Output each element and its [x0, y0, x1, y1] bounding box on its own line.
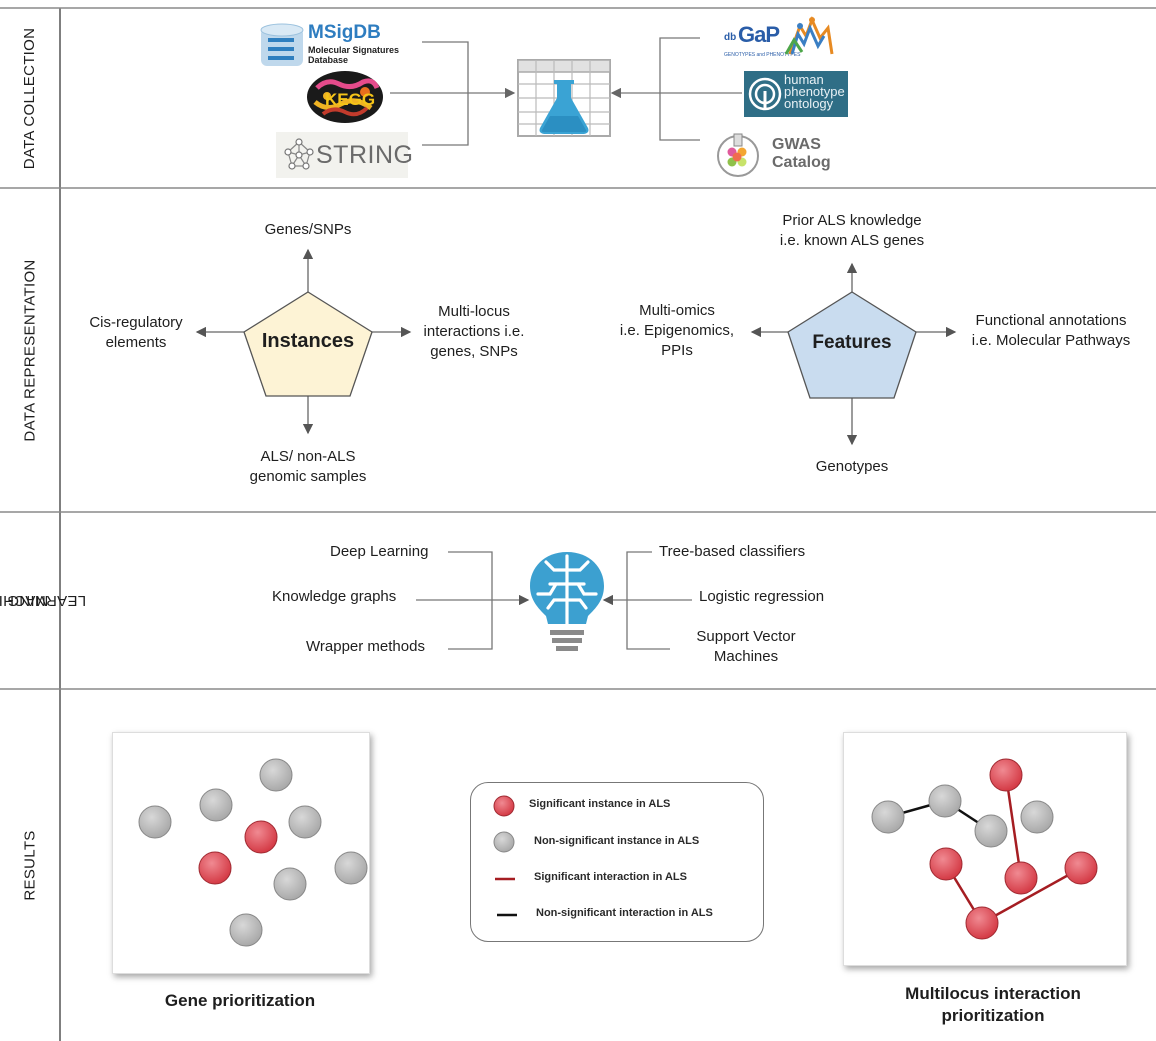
legend-sig-instance: Significant instance in ALS — [529, 798, 671, 810]
flask-dataset-icon — [517, 59, 611, 137]
network-icon — [284, 138, 314, 170]
fingerprint-icon — [748, 77, 782, 111]
string-text: STRING — [316, 141, 414, 169]
collection-connectors — [390, 37, 742, 146]
ml-connectors — [416, 551, 692, 650]
legend: Significant instance in ALS Non-signific… — [470, 782, 764, 942]
instances-pentagon — [243, 291, 373, 397]
gene-nodes — [138, 758, 368, 947]
instances-top-label: Genes/SNPs — [264, 221, 352, 238]
dbgap-sub: GENOTYPES and PHENOTYPES — [724, 52, 801, 58]
legend-nonsig-interaction: Non-significant interaction in ALS — [536, 907, 713, 919]
legend-sig-interaction: Significant interaction in ALS — [534, 871, 687, 883]
ml-knowledge-graphs: Knowledge graphs — [272, 588, 397, 605]
msigdb-title: MSigDB — [308, 22, 381, 43]
instances-title: Instances — [261, 330, 355, 352]
ml-deep-learning: Deep Learning — [330, 543, 429, 560]
database-icon — [260, 23, 304, 66]
section-label-results: RESULTS — [21, 829, 39, 901]
features-pentagon — [787, 291, 917, 399]
gene-prioritization-panel — [112, 732, 370, 974]
features-bottom-label: Genotypes — [815, 458, 889, 475]
kegg-text: KEGG — [325, 90, 375, 109]
brain-lightbulb-icon — [530, 552, 604, 651]
gene-prioritization-caption: Gene prioritization — [164, 991, 316, 1010]
legend-nonsig-instance: Non-significant instance in ALS — [534, 835, 700, 847]
gwas-icon — [717, 133, 759, 177]
features-title: Features — [812, 332, 892, 353]
dbgap-db: db — [724, 32, 737, 43]
string-logo: STRING — [276, 132, 413, 178]
multilocus-panel — [843, 732, 1127, 966]
dbgap-gap: GaP — [738, 22, 780, 47]
dbgap-logo: db GaP GENOTYPES and PHENOTYPES — [724, 16, 834, 62]
ml-wrapper-methods: Wrapper methods — [306, 638, 425, 655]
legend-swatches — [493, 795, 517, 917]
kegg-logo: KEGG — [307, 71, 383, 123]
people-icon — [784, 16, 834, 55]
multilocus-network — [871, 758, 1098, 940]
ml-tree-classifiers: Tree-based classifiers — [659, 543, 806, 560]
representation-diagram — [195, 248, 957, 446]
ml-logistic-regression: Logistic regression — [699, 588, 825, 605]
